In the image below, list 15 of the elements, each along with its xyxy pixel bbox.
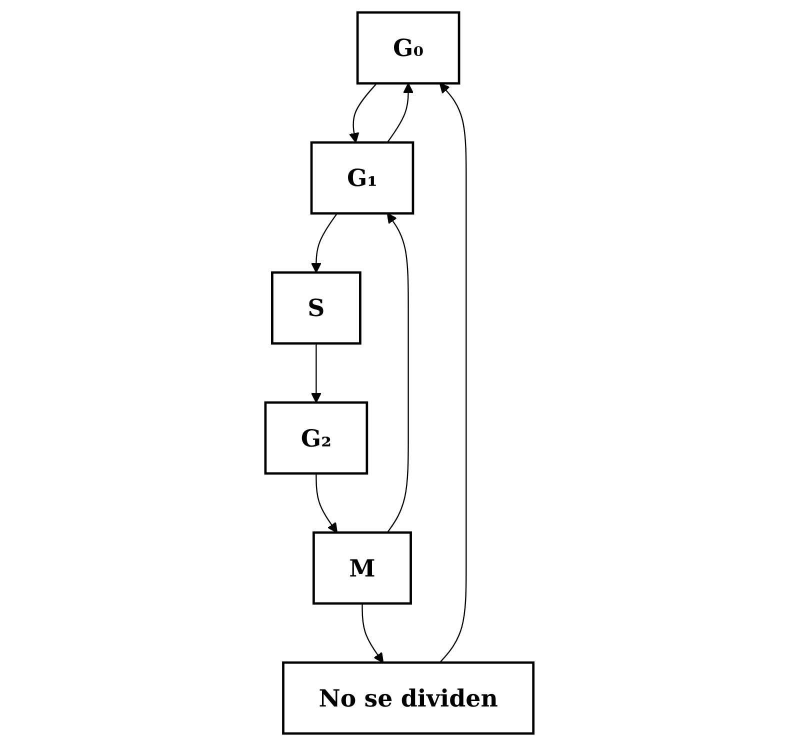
arrow bbox=[311, 213, 338, 273]
arrow bbox=[311, 343, 322, 404]
node-box bbox=[271, 271, 362, 345]
arrow bbox=[386, 82, 414, 143]
node-box bbox=[264, 401, 368, 475]
node-box bbox=[312, 531, 412, 605]
node-box bbox=[310, 141, 414, 215]
arrow bbox=[386, 212, 409, 533]
node-box bbox=[282, 661, 535, 735]
node-box bbox=[356, 11, 460, 85]
cell-cycle-diagram: G₀ G₁ S G₂ M No se dividen bbox=[256, 3, 543, 743]
arrow bbox=[362, 604, 384, 664]
arrow bbox=[439, 82, 467, 663]
arrow bbox=[316, 473, 338, 534]
arrow bbox=[349, 83, 378, 143]
